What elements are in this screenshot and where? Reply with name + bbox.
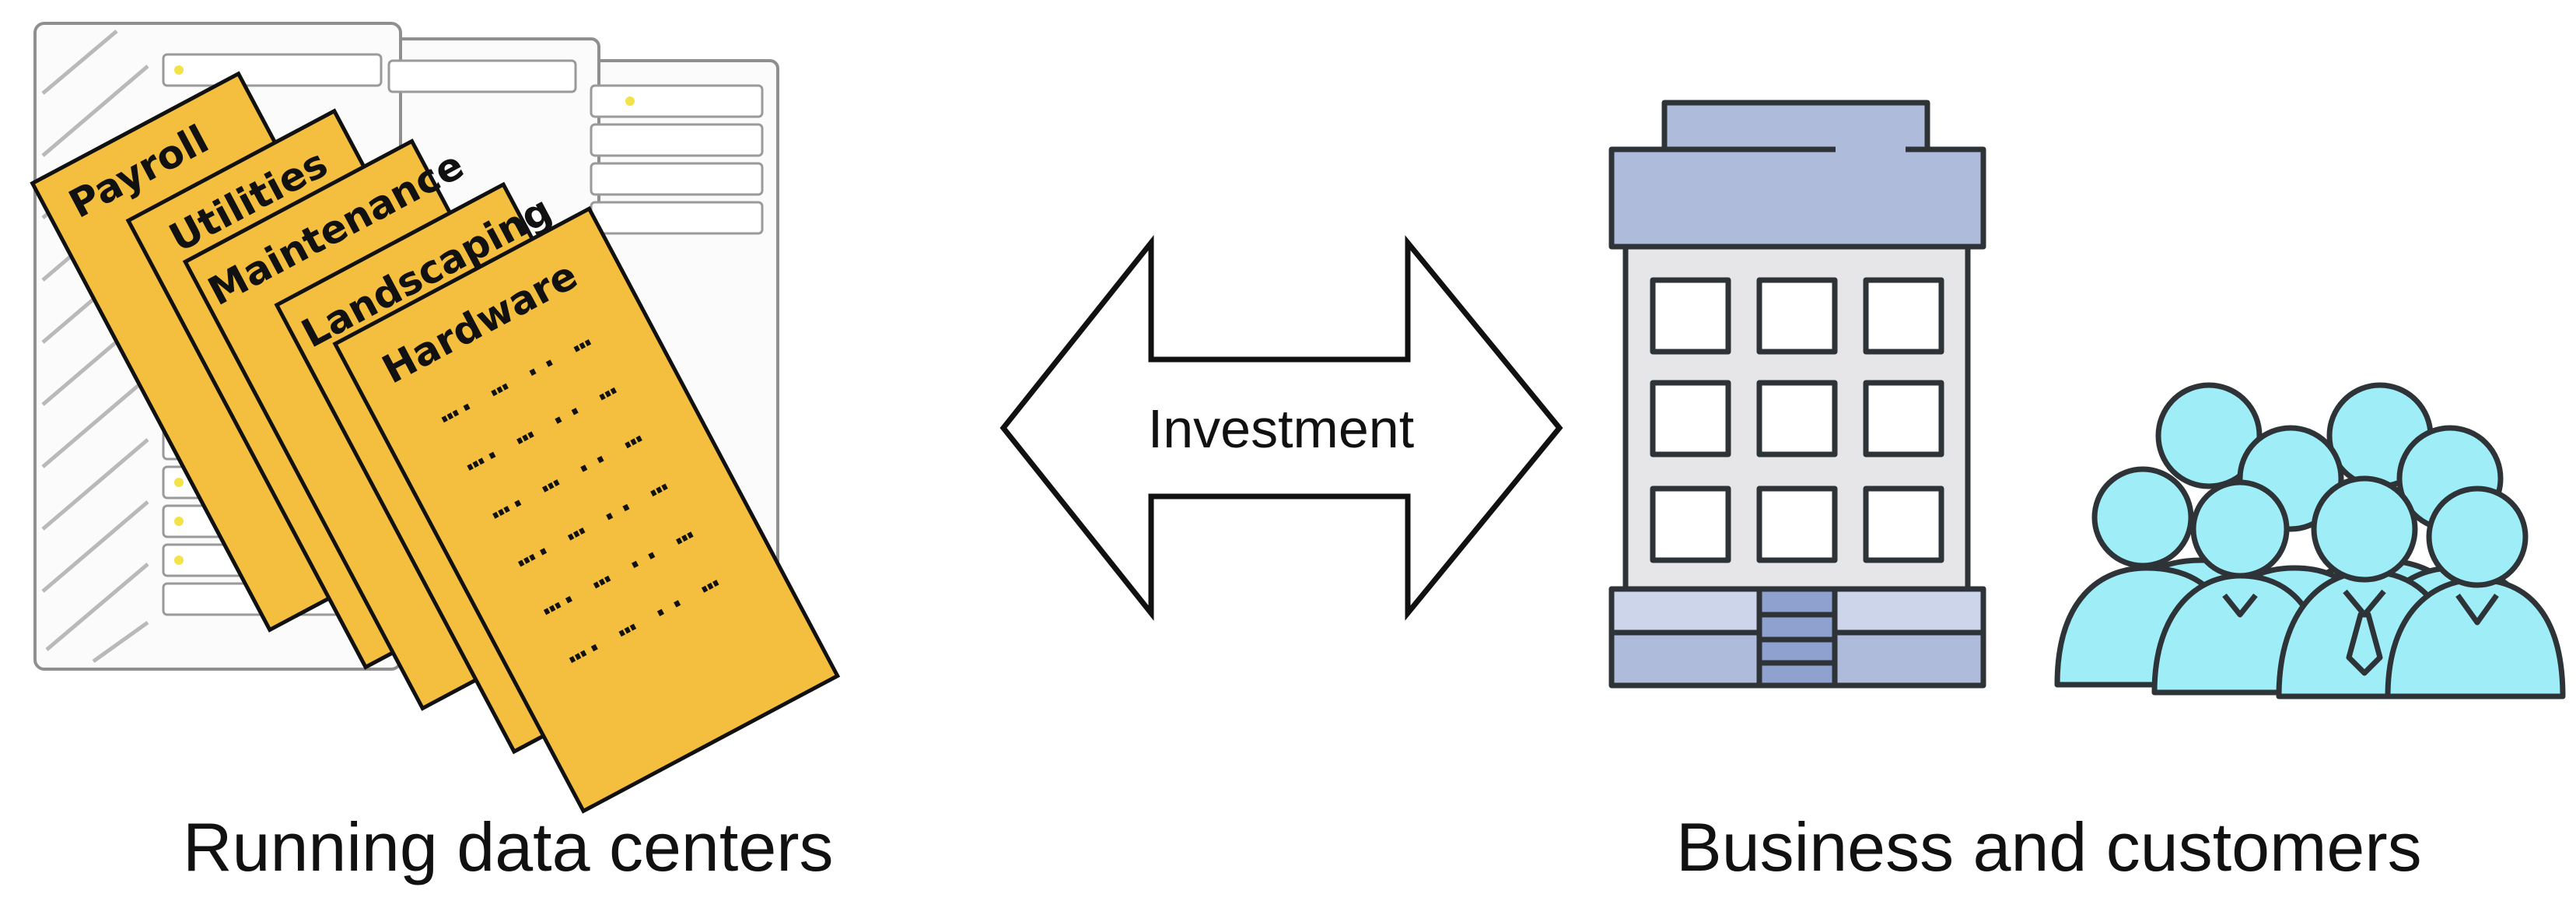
double-arrow-icon: Investment <box>999 235 1563 621</box>
document-hardware: Hardware …. … .. … …. … .. … …. … .. … …… <box>332 205 841 814</box>
caption-running-data-centers: Running data centers <box>183 808 834 885</box>
caption-business-and-customers: Business and customers <box>1676 808 2422 885</box>
customers-group-icon <box>2054 382 2566 699</box>
office-building-icon <box>1608 100 1986 689</box>
expense-documents: Payroll Utilities Maintenance Landscapin… <box>30 71 841 814</box>
arrow-label: Investment <box>1148 398 1414 459</box>
